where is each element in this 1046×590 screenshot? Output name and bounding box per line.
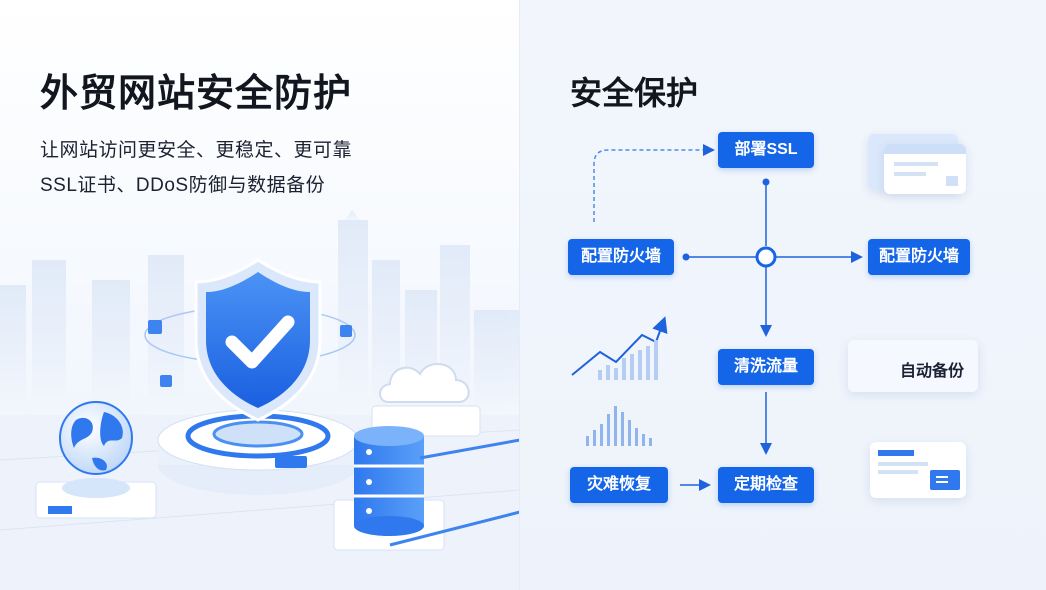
orbit-cube: [340, 325, 352, 337]
shield-pedestal: [157, 409, 359, 495]
node-disaster-recovery: 灾难恢复: [570, 467, 668, 503]
subtitle-line-1: 让网站访问更安全、更稳定、更可靠: [40, 140, 353, 161]
node-deploy-ssl: 部署SSL: [718, 132, 814, 168]
document-card: [884, 144, 966, 194]
checkmark-icon: [225, 315, 295, 369]
node-clean-traffic: 清洗流量: [718, 349, 814, 385]
dashed-connector: [593, 144, 715, 222]
node-firewall-right: 配置防火墙: [868, 239, 970, 275]
orbit-cube: [160, 375, 172, 387]
right-panel: 安全保护: [520, 0, 1046, 590]
backup-label: 自动备份: [900, 363, 965, 380]
database-icon: [333, 426, 445, 551]
globe-icon: [35, 401, 157, 519]
hub-node: [755, 246, 777, 268]
info-card: [870, 442, 966, 498]
node-regular-check: 定期检查: [718, 467, 814, 503]
subtitle-line-2: SSL证书、DDoS防御与数据备份: [40, 175, 326, 196]
left-panel: 外贸网站安全防护 让网站访问更安全、更稳定、更可靠 SSL证书、DDoS防御与数…: [0, 0, 520, 590]
waveform-icon: [586, 406, 652, 446]
trend-chart-icon: [571, 316, 668, 380]
backup-card: [848, 340, 978, 392]
node-firewall-left: 配置防火墙: [568, 239, 674, 275]
security-illustration: [0, 210, 520, 590]
page-title: 外贸网站安全防护: [40, 73, 353, 115]
orbit-cube: [148, 320, 162, 334]
section-title: 安全保护: [570, 75, 699, 111]
shield-icon: [194, 258, 322, 422]
